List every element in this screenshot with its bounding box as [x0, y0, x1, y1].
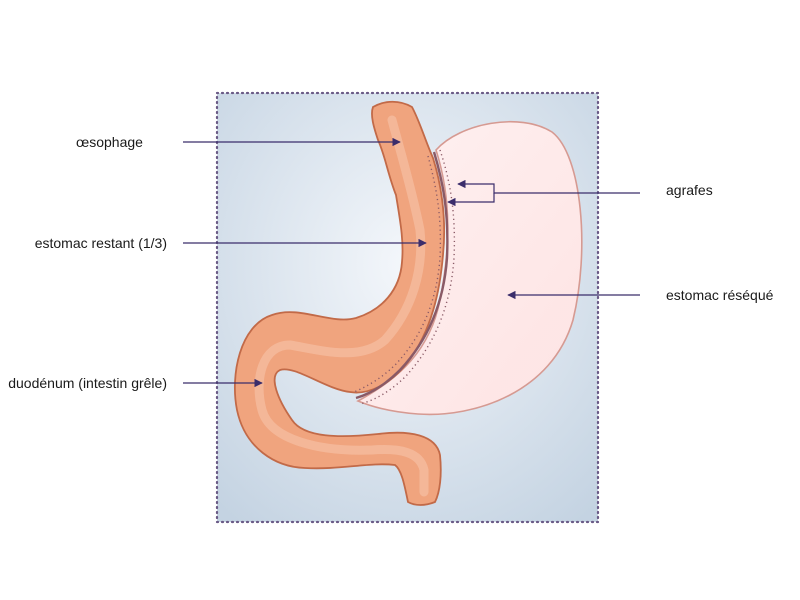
label-staples: agrafes: [666, 182, 713, 198]
label-oesophagus: œsophage: [76, 134, 143, 150]
staple-dots-left: [353, 155, 442, 393]
staples-bracket-lower: [447, 193, 495, 207]
label-duodenum: duodénum (intestin grêle): [8, 375, 167, 391]
label-resected-stomach: estomac réséqué: [666, 287, 774, 303]
staple-line: [355, 151, 449, 400]
label-remaining-stomach: estomac restant (1/3): [34, 235, 167, 251]
staples-bracket: [457, 179, 640, 194]
staple-dots-right: [359, 149, 456, 405]
tract-inner-shading: [254, 115, 429, 497]
dotted-border: [215, 91, 600, 524]
